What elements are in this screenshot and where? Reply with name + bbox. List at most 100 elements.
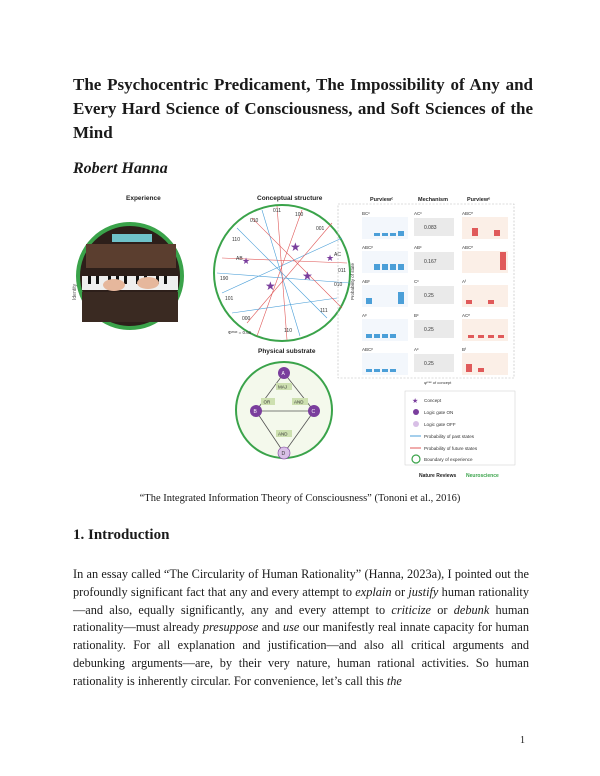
legend: ★ Concept Logic gate ON Logic gate OFF P…: [410, 397, 478, 464]
purview-c-name: ABᵖ: [362, 279, 370, 284]
gate-label: A: [282, 371, 286, 377]
purview-e-name: ABCᵉ: [462, 211, 473, 216]
legend-gate-off-icon: [413, 421, 419, 427]
conceptual-circle: [213, 204, 351, 342]
paragraph-text: human rationality—and also, equally sign…: [73, 584, 529, 617]
book: [112, 234, 152, 242]
gate-node: [277, 446, 291, 460]
state-label: AC: [334, 252, 341, 258]
gate-label: B: [254, 409, 258, 415]
state-label: 011: [273, 208, 281, 214]
phi-concept-label: φᵐᵃˣ of concept: [424, 380, 452, 385]
concept-stars: ★ ★ ★ ★ ★: [242, 240, 334, 293]
section-heading: 1. Introduction: [73, 527, 170, 543]
concept-lines: [216, 205, 351, 341]
emphasis-text: justify: [408, 584, 439, 599]
paragraph-text: or: [431, 602, 454, 617]
author-name: Robert Hanna: [73, 160, 168, 177]
piano-top: [86, 244, 176, 268]
panel-rows: BCᶜ ACᶜ 0.083 ABCᵉ ABCᵖ ABᶜ 0.167 ABCᵉ A…: [362, 211, 508, 375]
state-label: 001: [316, 226, 325, 232]
purview-e-name: Aᶠ: [462, 279, 466, 284]
mechanism-name: Aᶜ: [414, 347, 419, 352]
phi-max-label: Φᵐᵃˣ = 0.66: [228, 330, 252, 335]
conceptual-label: Conceptual structure: [257, 195, 323, 202]
physical-label: Physical substrate: [258, 348, 316, 355]
legend-star-icon: ★: [412, 397, 418, 405]
state-label: AB: [236, 256, 243, 262]
concept-star: ★: [302, 269, 313, 283]
gate-type: OR: [264, 400, 272, 405]
emphasis-text: debunk: [453, 602, 490, 617]
purview-c-name: ABCᵖ: [362, 245, 373, 250]
state-label: 011: [338, 268, 346, 274]
legend-gate-on-icon: [413, 409, 419, 415]
experience-label: Experience: [126, 195, 161, 202]
gate-label: D: [282, 451, 286, 457]
state-label: 100: [295, 212, 304, 218]
mechanism-name: Bᶜ: [414, 313, 419, 318]
mechanism-label: Mechanism: [418, 197, 448, 203]
legend-item: Concept: [424, 398, 442, 403]
paragraph-text: or: [391, 584, 409, 599]
gate-type: AND: [278, 432, 288, 437]
figure-caption: “The Integrated Information Theory of Co…: [139, 493, 461, 504]
gate-type: MAJ: [278, 385, 287, 390]
legend-box: [404, 390, 516, 466]
concept-star: ★: [265, 279, 276, 293]
emphasis-text: the: [386, 673, 402, 688]
panel-row: ABᵖ Cᶜ 0.25 Aᶠ: [362, 279, 508, 307]
state-label: 010: [334, 282, 343, 288]
mechanism-name: ACᶜ: [414, 211, 422, 216]
paragraph-text: human rationality—must already: [73, 602, 529, 635]
intro-paragraph: In an essay called “The Circularity of H…: [73, 566, 529, 691]
state-label: 010: [250, 218, 259, 224]
hand-left: [103, 279, 125, 291]
purview-e-name: ABCᵉ: [462, 245, 473, 250]
phi-value: 0.083: [424, 225, 437, 231]
concept-star: ★: [326, 253, 334, 263]
gates: A B C D: [250, 367, 320, 460]
state-label: 000: [242, 316, 251, 322]
concept-star: ★: [290, 240, 301, 254]
panel-row: Aᵖ Bᶜ 0.25 ACᵉ: [362, 313, 508, 341]
state-label: 111: [320, 308, 328, 314]
gate-type-labels: MAJ OR AND AND: [261, 383, 308, 437]
panel-border: [337, 203, 515, 379]
gate-edges: [255, 372, 315, 454]
gate-node: [308, 405, 320, 417]
mechanism-name: ABᶜ: [414, 245, 422, 250]
state-label: 110: [232, 237, 240, 243]
phi-value: 0.25: [424, 327, 434, 333]
panel-row: BCᶜ ACᶜ 0.083 ABCᵉ: [362, 211, 508, 239]
piano-front: [82, 292, 178, 322]
purview-e-name: ACᵉ: [462, 313, 470, 318]
paragraph-text: our manifestly real innate capacity for …: [73, 620, 529, 688]
journal-name: Nature Reviews: [419, 473, 456, 479]
panel-row: ABCᵖ ABᶜ 0.167 ABCᵉ: [362, 245, 508, 273]
purview-e-label: Purviewᵉ: [467, 197, 490, 203]
emphasis-text: presuppose: [202, 620, 259, 635]
legend-item: Logic gate ON: [424, 410, 453, 415]
prob-axis-label: Probability of state: [350, 262, 355, 300]
paragraph-text: and: [258, 620, 283, 635]
emphasis-text: explain: [355, 584, 392, 599]
figure-iit: Experience Identity Conceptual structure…: [72, 195, 516, 479]
paper-title: The Psychocentric Predicament, The Impos…: [73, 75, 533, 142]
identity-label: Identity: [72, 283, 78, 300]
purview-c-label: Purviewᶜ: [370, 197, 393, 203]
mechanism-name: Cᶜ: [414, 279, 419, 284]
phi-value: 0.25: [424, 293, 434, 299]
gate-type: AND: [294, 400, 304, 405]
phi-value: 0.25: [424, 361, 434, 367]
purview-c-name: BCᶜ: [362, 211, 370, 216]
legend-item: Probability of past states: [424, 434, 475, 439]
gate-node: [278, 367, 290, 379]
panel-row: ABCᵖ Aᶜ 0.25 Bᶠ: [362, 347, 508, 375]
paragraph-text: In an essay called “The Circularity of H…: [73, 567, 529, 599]
legend-boundary-icon: [411, 454, 421, 464]
hand-right: [137, 277, 159, 289]
legend-item: Boundary of experience: [424, 457, 473, 462]
purview-e-name: Bᶠ: [462, 347, 466, 352]
legend-item: Probability of future states: [424, 446, 478, 451]
